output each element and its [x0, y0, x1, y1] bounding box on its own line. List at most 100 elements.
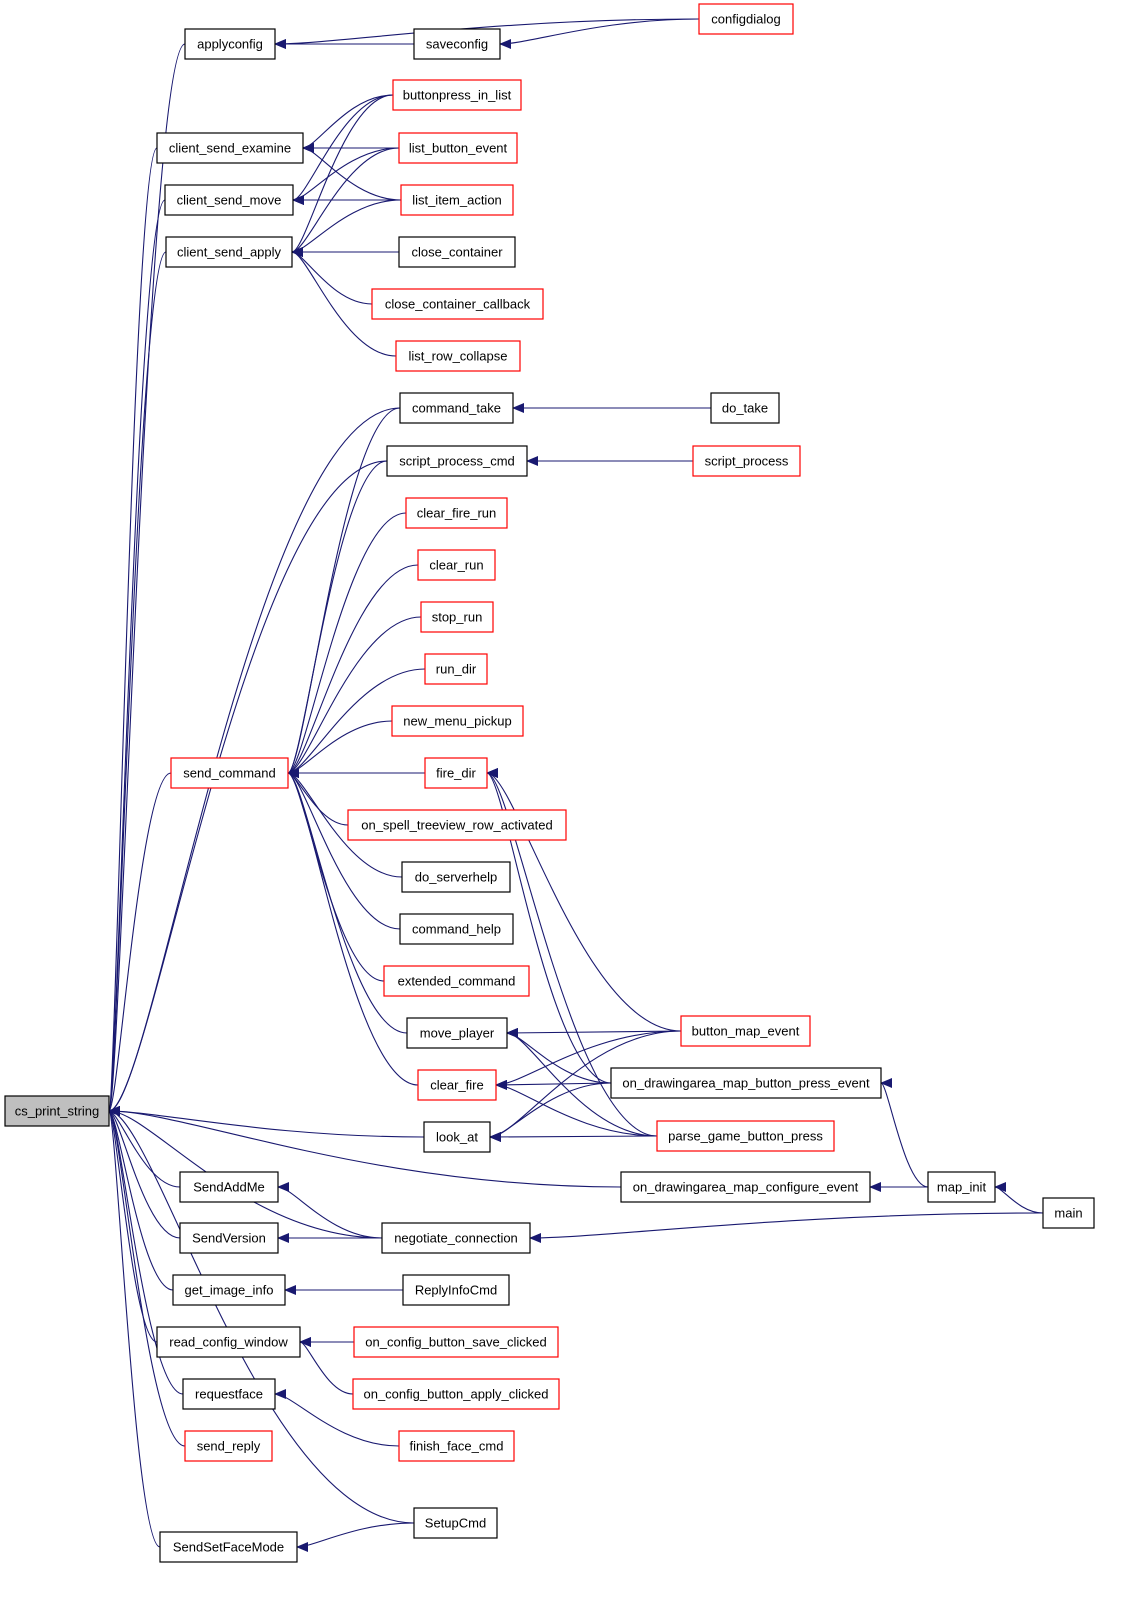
- node-saveconfig[interactable]: saveconfig: [413, 28, 501, 60]
- edge-SetupCmd-to-SendSetFaceMode: [296, 1522, 415, 1552]
- node-on_drawingarea_map_configure_event[interactable]: on_drawingarea_map_configure_event: [620, 1171, 871, 1203]
- node-box: [680, 1015, 811, 1047]
- node-read_config_window[interactable]: read_config_window: [156, 1326, 301, 1358]
- node-box: [352, 1378, 560, 1410]
- edge-clear_fire-to-send_command: [287, 768, 419, 1086]
- edge-list_row_collapse-to-client_send_apply: [291, 247, 397, 357]
- node-box: [710, 392, 780, 424]
- node-client_send_apply[interactable]: client_send_apply: [165, 236, 293, 268]
- node-box: [381, 1222, 531, 1254]
- node-box: [401, 861, 511, 893]
- node-label: close_container_callback: [385, 297, 531, 312]
- node-close_container_callback[interactable]: close_container_callback: [371, 288, 544, 320]
- node-label: map_init: [937, 1180, 987, 1195]
- node-script_process_cmd[interactable]: script_process_cmd: [386, 445, 528, 477]
- node-label: on_config_button_apply_clicked: [363, 1387, 548, 1402]
- node-label: on_drawingarea_map_button_press_event: [622, 1076, 870, 1091]
- node-label: client_send_move: [177, 193, 282, 208]
- edge-negotiate_connection-to-SendAddMe: [277, 1182, 383, 1239]
- node-list_row_collapse[interactable]: list_row_collapse: [395, 340, 521, 372]
- node-buttonpress_in_list[interactable]: buttonpress_in_list: [392, 79, 522, 111]
- edge-button_map_event-to-move_player: [506, 1027, 682, 1038]
- node-move_player[interactable]: move_player: [406, 1017, 508, 1049]
- node-stop_run[interactable]: stop_run: [420, 601, 494, 633]
- node-script_process[interactable]: script_process: [692, 445, 801, 477]
- node-box: [170, 757, 289, 789]
- node-box: [184, 1430, 273, 1462]
- node-on_config_button_save_clicked[interactable]: on_config_button_save_clicked: [353, 1326, 559, 1358]
- node-label: button_map_event: [692, 1024, 800, 1039]
- node-label: on_spell_treeview_row_activated: [361, 818, 553, 833]
- node-clear_fire_run[interactable]: clear_fire_run: [405, 497, 508, 529]
- node-clear_fire[interactable]: clear_fire: [417, 1069, 497, 1101]
- node-main[interactable]: main: [1042, 1197, 1095, 1229]
- edge-send_reply-to-cs_print_string: [108, 1106, 186, 1447]
- node-applyconfig[interactable]: applyconfig: [184, 28, 276, 60]
- node-list_item_action[interactable]: list_item_action: [400, 184, 514, 216]
- node-box: [347, 809, 567, 841]
- node-box: [353, 1326, 559, 1358]
- node-requestface[interactable]: requestface: [182, 1378, 276, 1410]
- edge-main-to-negotiate_connection: [529, 1212, 1044, 1243]
- edge-SendSetFaceMode-to-cs_print_string: [108, 1106, 161, 1548]
- edge-stop_run-to-send_command: [287, 616, 422, 778]
- node-label: new_menu_pickup: [403, 714, 511, 729]
- node-box: [424, 653, 488, 685]
- node-send_reply[interactable]: send_reply: [184, 1430, 273, 1462]
- node-button_map_event[interactable]: button_map_event: [680, 1015, 811, 1047]
- node-box: [610, 1067, 882, 1099]
- node-label: command_help: [412, 922, 501, 937]
- node-fire_dir[interactable]: fire_dir: [424, 757, 488, 789]
- node-box: [417, 549, 496, 581]
- node-new_menu_pickup[interactable]: new_menu_pickup: [391, 705, 524, 737]
- node-configdialog[interactable]: configdialog: [698, 3, 794, 35]
- edge-list_item_action-to-client_send_examine: [302, 143, 402, 201]
- edge-on_config_button_apply_clicked-to-read_config_window: [299, 1337, 354, 1395]
- node-close_container[interactable]: close_container: [398, 236, 516, 268]
- node-SetupCmd[interactable]: SetupCmd: [413, 1507, 498, 1539]
- node-ReplyInfoCmd[interactable]: ReplyInfoCmd: [402, 1274, 510, 1306]
- edge-clear_fire_run-to-send_command: [287, 512, 407, 778]
- node-clear_run[interactable]: clear_run: [417, 549, 496, 581]
- node-box: [179, 1222, 279, 1254]
- node-cs_print_string: cs_print_string: [4, 1095, 110, 1127]
- node-on_spell_treeview_row_activated[interactable]: on_spell_treeview_row_activated: [347, 809, 567, 841]
- node-SendSetFaceMode[interactable]: SendSetFaceMode: [159, 1531, 298, 1563]
- node-on_config_button_apply_clicked[interactable]: on_config_button_apply_clicked: [352, 1378, 560, 1410]
- node-label: script_process: [705, 454, 789, 469]
- node-box: [391, 705, 524, 737]
- node-client_send_examine[interactable]: client_send_examine: [156, 132, 304, 164]
- node-box: [395, 340, 521, 372]
- node-client_send_move[interactable]: client_send_move: [164, 184, 294, 216]
- node-box: [164, 184, 294, 216]
- node-label: move_player: [420, 1026, 495, 1041]
- node-label: list_button_event: [409, 141, 508, 156]
- node-map_init[interactable]: map_init: [927, 1171, 996, 1203]
- node-look_at[interactable]: look_at: [423, 1121, 491, 1153]
- edge-main-to-map_init: [994, 1182, 1044, 1214]
- edge-parse_game_button_press-to-move_player: [506, 1028, 658, 1137]
- node-do_serverhelp[interactable]: do_serverhelp: [401, 861, 511, 893]
- node-get_image_info[interactable]: get_image_info: [172, 1274, 286, 1306]
- node-finish_face_cmd[interactable]: finish_face_cmd: [398, 1430, 515, 1462]
- edge-SetupCmd-to-cs_print_string: [108, 1106, 415, 1524]
- node-list_button_event[interactable]: list_button_event: [398, 132, 518, 164]
- node-parse_game_button_press[interactable]: parse_game_button_press: [656, 1120, 835, 1152]
- node-send_command[interactable]: send_command: [170, 757, 289, 789]
- node-label: ReplyInfoCmd: [415, 1283, 497, 1298]
- node-SendAddMe[interactable]: SendAddMe: [179, 1171, 279, 1203]
- node-box: [184, 28, 276, 60]
- node-command_take[interactable]: command_take: [399, 392, 514, 424]
- node-command_help[interactable]: command_help: [399, 913, 514, 945]
- node-run_dir[interactable]: run_dir: [424, 653, 488, 685]
- node-SendVersion[interactable]: SendVersion: [179, 1222, 279, 1254]
- edge-send_command-to-cs_print_string: [108, 772, 172, 1116]
- node-extended_command[interactable]: extended_command: [383, 965, 530, 997]
- node-box: [692, 445, 801, 477]
- node-label: saveconfig: [426, 37, 488, 52]
- edge-buttonpress_in_list-to-client_send_apply: [291, 94, 394, 257]
- edge-parse_game_button_press-to-look_at: [489, 1131, 658, 1142]
- node-negotiate_connection[interactable]: negotiate_connection: [381, 1222, 531, 1254]
- node-on_drawingarea_map_button_press_event[interactable]: on_drawingarea_map_button_press_event: [610, 1067, 882, 1099]
- node-do_take[interactable]: do_take: [710, 392, 780, 424]
